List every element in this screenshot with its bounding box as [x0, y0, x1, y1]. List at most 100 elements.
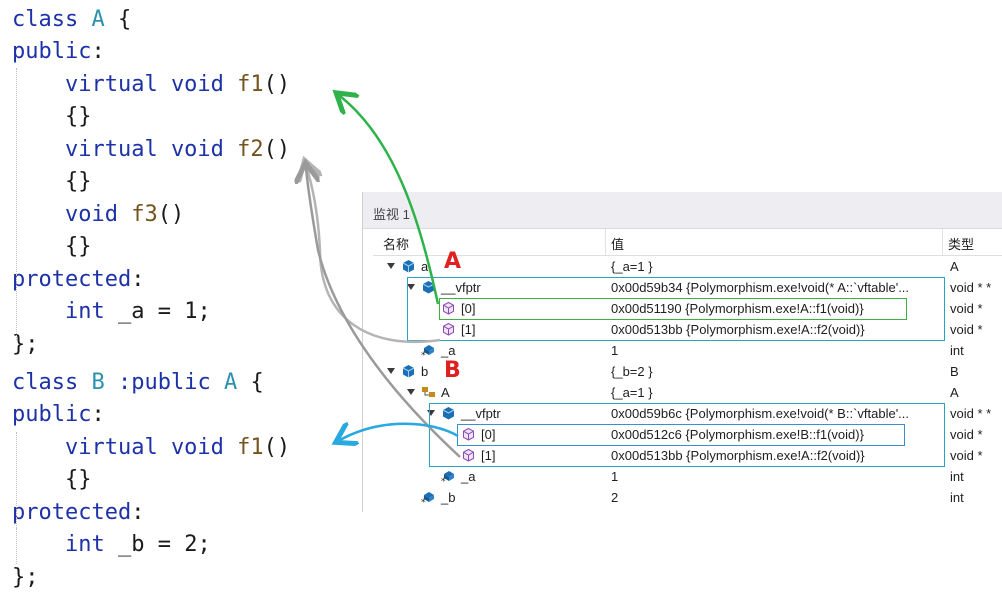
watch-row-value: 0x00d59b6c {Polymorphism.exe!void(* B::`… — [611, 406, 910, 421]
protected-field-icon: * — [421, 343, 436, 361]
watch-row-value: {_b=2 } — [611, 364, 653, 379]
watch-row-name: a — [421, 259, 429, 274]
column-type-header[interactable]: 类型 — [948, 237, 975, 252]
indent-guide — [16, 68, 17, 340]
expand-chevron-icon[interactable] — [407, 389, 415, 395]
code-token: _a = 1; — [117, 299, 211, 324]
code-line: }; — [12, 563, 39, 593]
code-line: protected: — [12, 498, 144, 528]
watch-row-type: int — [950, 469, 964, 484]
column-separator[interactable] — [605, 229, 606, 255]
watch-row-type: void * — [950, 448, 983, 463]
expand-chevron-icon[interactable] — [387, 368, 395, 374]
indent-guide — [16, 528, 17, 558]
column-value-header[interactable]: 值 — [611, 237, 625, 252]
code-token: :public — [104, 370, 224, 395]
watch-row-name: [1] — [461, 322, 476, 337]
code-token: }; — [12, 565, 39, 590]
code-token: class — [12, 370, 92, 395]
watch-row[interactable]: A {_a=1 } A — [363, 382, 1002, 403]
code-token: { — [237, 370, 264, 395]
svg-text:*: * — [421, 351, 426, 358]
watch-row-value: {_a=1 } — [611, 259, 653, 274]
code-line: public: — [12, 37, 105, 67]
code-token: : — [91, 402, 105, 427]
expand-chevron-icon[interactable] — [387, 263, 395, 269]
watch-row-name: _a — [461, 469, 476, 484]
svg-text:*: * — [441, 477, 446, 484]
watch-row-value: 0x00d513bb {Polymorphism.exe!A::f2(void)… — [611, 448, 865, 463]
watch-row[interactable]: [0]0x00d512c6 {Polymorphism.exe!B::f1(vo… — [363, 424, 1002, 445]
code-token: : — [91, 39, 105, 64]
indent-guide — [16, 432, 17, 564]
a-f1-entry-highlight — [439, 298, 907, 320]
code-token: virtual void — [12, 72, 238, 97]
column-name-header[interactable]: 名称 — [383, 237, 410, 252]
code-line: protected: — [12, 265, 144, 295]
code-line: class A { — [12, 5, 131, 35]
watch-row-name: [0] — [461, 301, 476, 316]
code-token: f2 — [237, 137, 264, 162]
watch-row-value: {_a=1 } — [611, 385, 653, 400]
code-line: {} — [12, 465, 92, 495]
code-line: void f3() — [12, 200, 184, 230]
code-token: {} — [12, 234, 92, 259]
code-token: int — [12, 532, 118, 557]
watch-row-name: __vfptr — [461, 406, 501, 421]
code-token: protected — [12, 500, 132, 525]
b-f1-entry-highlight — [457, 424, 905, 446]
watch-row-name: [0] — [481, 427, 496, 442]
watch-row-type: void * — [950, 301, 983, 316]
object-icon — [401, 259, 416, 274]
column-separator[interactable] — [942, 229, 943, 255]
mark-b: B — [444, 358, 461, 383]
watch-title-bar[interactable]: 监视 1 — [363, 192, 1002, 229]
watch-row[interactable]: [1]0x00d513bb {Polymorphism.exe!A::f2(vo… — [363, 445, 1002, 466]
code-token: {} — [12, 104, 92, 129]
code-token: A — [91, 7, 105, 32]
code-token: () — [263, 137, 291, 162]
watch-row-type: A — [950, 385, 959, 400]
code-token: { — [104, 7, 132, 32]
code-line: {} — [12, 102, 92, 132]
code-line: {} — [12, 232, 92, 262]
object-icon — [401, 364, 416, 379]
code-token: : — [131, 500, 145, 525]
code-token: f1 — [237, 435, 264, 460]
watch-row-type: void * * — [950, 406, 992, 421]
code-token: {} — [12, 467, 92, 492]
watch-row-type: int — [950, 343, 964, 358]
watch-row-type: void * * — [950, 280, 992, 295]
watch-row-name: _b — [441, 490, 456, 505]
code-token: _b = 2; — [117, 532, 211, 557]
watch-row-type: int — [950, 490, 964, 505]
code-token: A — [223, 370, 238, 395]
protected-field-icon: * — [421, 490, 436, 508]
watch-row[interactable]: * _b 2 int — [363, 487, 1002, 508]
watch-row-value: 2 — [611, 490, 619, 505]
code-token: B — [91, 370, 105, 395]
watch-row-value: 1 — [611, 343, 619, 358]
watch-row-name: A — [441, 385, 450, 400]
code-token: () — [157, 202, 185, 227]
code-token: int — [12, 299, 118, 324]
code-token: f3 — [131, 202, 158, 227]
watch-column-header[interactable]: 名称 值 类型 — [373, 229, 1002, 256]
watch-title: 监视 1 — [373, 207, 410, 222]
code-token: f1 — [237, 72, 264, 97]
watch-row-type: void * — [950, 322, 983, 337]
code-token: virtual void — [12, 137, 238, 162]
code-line: class B :public A { — [12, 368, 264, 398]
method-icon — [461, 427, 476, 442]
code-token: public — [12, 402, 92, 427]
code-token: () — [263, 435, 291, 460]
watch-row-type: B — [950, 364, 959, 379]
code-token: () — [263, 72, 291, 97]
mark-a: A — [444, 249, 462, 274]
code-token: : — [131, 267, 145, 292]
watch-row-type: void * — [950, 427, 983, 442]
watch-row[interactable]: __vfptr 0x00d59b6c {Polymorphism.exe!void… — [363, 403, 1002, 424]
